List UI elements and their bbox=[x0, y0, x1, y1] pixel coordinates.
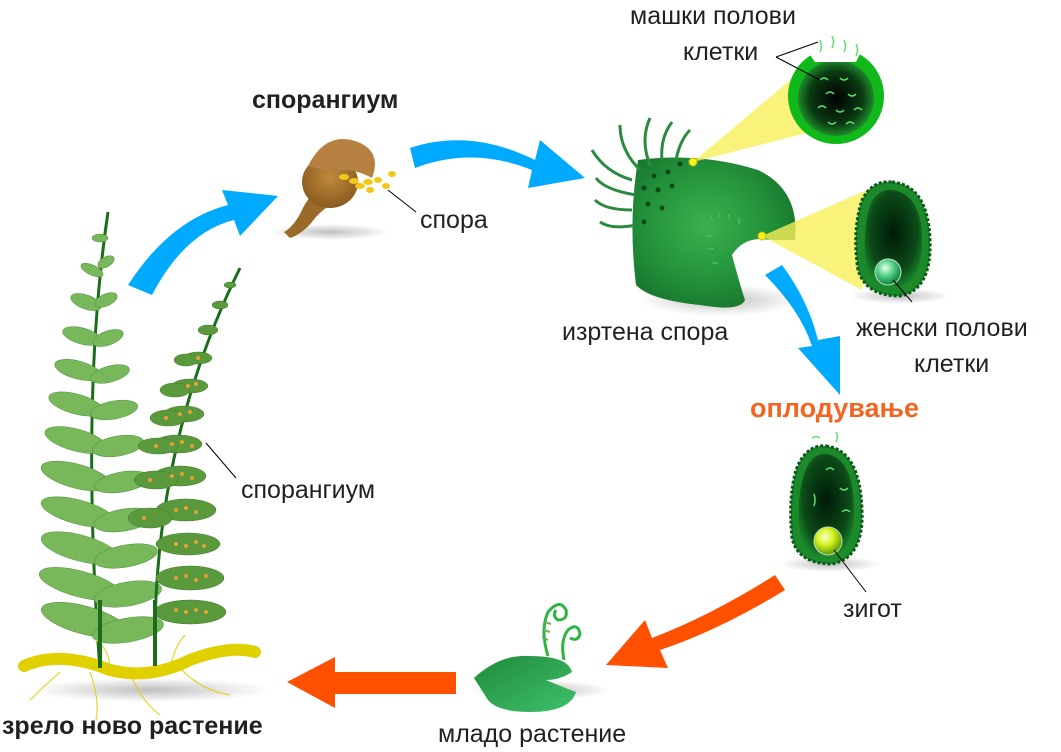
arrow-zygote-to-young-plant bbox=[606, 575, 785, 668]
archegonium-icon bbox=[850, 180, 950, 304]
sporangium-icon bbox=[270, 139, 417, 240]
spore-label: спора bbox=[420, 206, 488, 234]
mature-plant-label: зрело ново растение bbox=[2, 712, 263, 740]
arrow-spore-to-fertilization bbox=[765, 265, 840, 395]
male-cells-label-line1: машки полови bbox=[630, 2, 796, 30]
zygote-archegonium-icon bbox=[780, 431, 880, 593]
zygote-label: зигот bbox=[843, 595, 902, 623]
sporangium-leaf-label: спорангиум bbox=[241, 476, 376, 504]
sporangium-title: спорангиум bbox=[252, 86, 399, 114]
germinated-spore-label: изртена спора bbox=[562, 318, 729, 346]
female-cells-label-line1: женски полови bbox=[856, 314, 1028, 342]
prothallus-icon bbox=[590, 117, 800, 316]
female-zoom-beam bbox=[762, 185, 878, 290]
female-cells-label-line2: клетки bbox=[914, 350, 990, 378]
young-plant-label: младо растение bbox=[438, 720, 627, 748]
young-fern-icon bbox=[470, 603, 610, 712]
arrow-sporangium-to-spore bbox=[410, 140, 585, 188]
male-cells-label-line2: клетки bbox=[683, 38, 759, 66]
fertilization-label: оплодување bbox=[750, 393, 919, 423]
fern-plant-icon bbox=[18, 211, 270, 721]
arrow-young-plant-to-mature bbox=[287, 657, 456, 708]
arrow-plant-to-sporangium bbox=[128, 190, 278, 295]
antheridium-icon bbox=[775, 35, 884, 144]
